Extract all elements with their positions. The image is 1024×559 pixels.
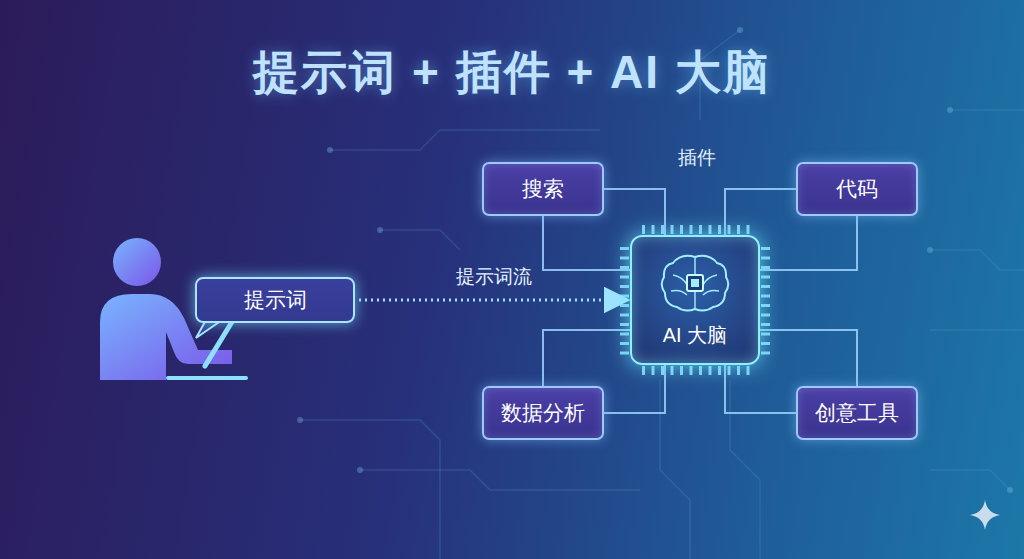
plugin-wire	[760, 216, 857, 270]
diagram-title: 提示词 + 插件 + AI 大脑	[0, 42, 1024, 104]
prompt-bubble: 提示词	[195, 277, 355, 323]
plugin-box: 数据分析	[482, 386, 604, 440]
group-label: 插件	[678, 145, 716, 171]
plugin-wire	[725, 365, 796, 413]
edge-label: 提示词流	[456, 264, 532, 290]
chip-pins	[620, 225, 770, 375]
plugin-wire	[725, 189, 796, 235]
plugin-wire	[543, 216, 630, 270]
node-text: 搜索	[522, 175, 564, 203]
ai-brain-chip: AI 大脑	[630, 235, 760, 365]
plugin-box: 代码	[796, 162, 918, 216]
plugin-wire	[604, 365, 665, 413]
node-text: 代码	[836, 175, 878, 203]
node-text: 数据分析	[501, 399, 585, 427]
brain-icon	[657, 251, 733, 317]
node-text: 提示词	[244, 286, 307, 314]
plugin-box: 搜索	[482, 162, 604, 216]
plugin-wire	[543, 330, 630, 386]
sparkle-watermark	[970, 500, 1000, 530]
node-text: AI 大脑	[663, 322, 727, 349]
plugin-wire	[760, 330, 857, 386]
circuit-traces	[300, 30, 1024, 559]
node-text: 创意工具	[815, 399, 899, 427]
plugin-box: 创意工具	[796, 386, 918, 440]
plugin-wire	[604, 189, 665, 235]
prompt-flow-arrow	[359, 299, 628, 302]
